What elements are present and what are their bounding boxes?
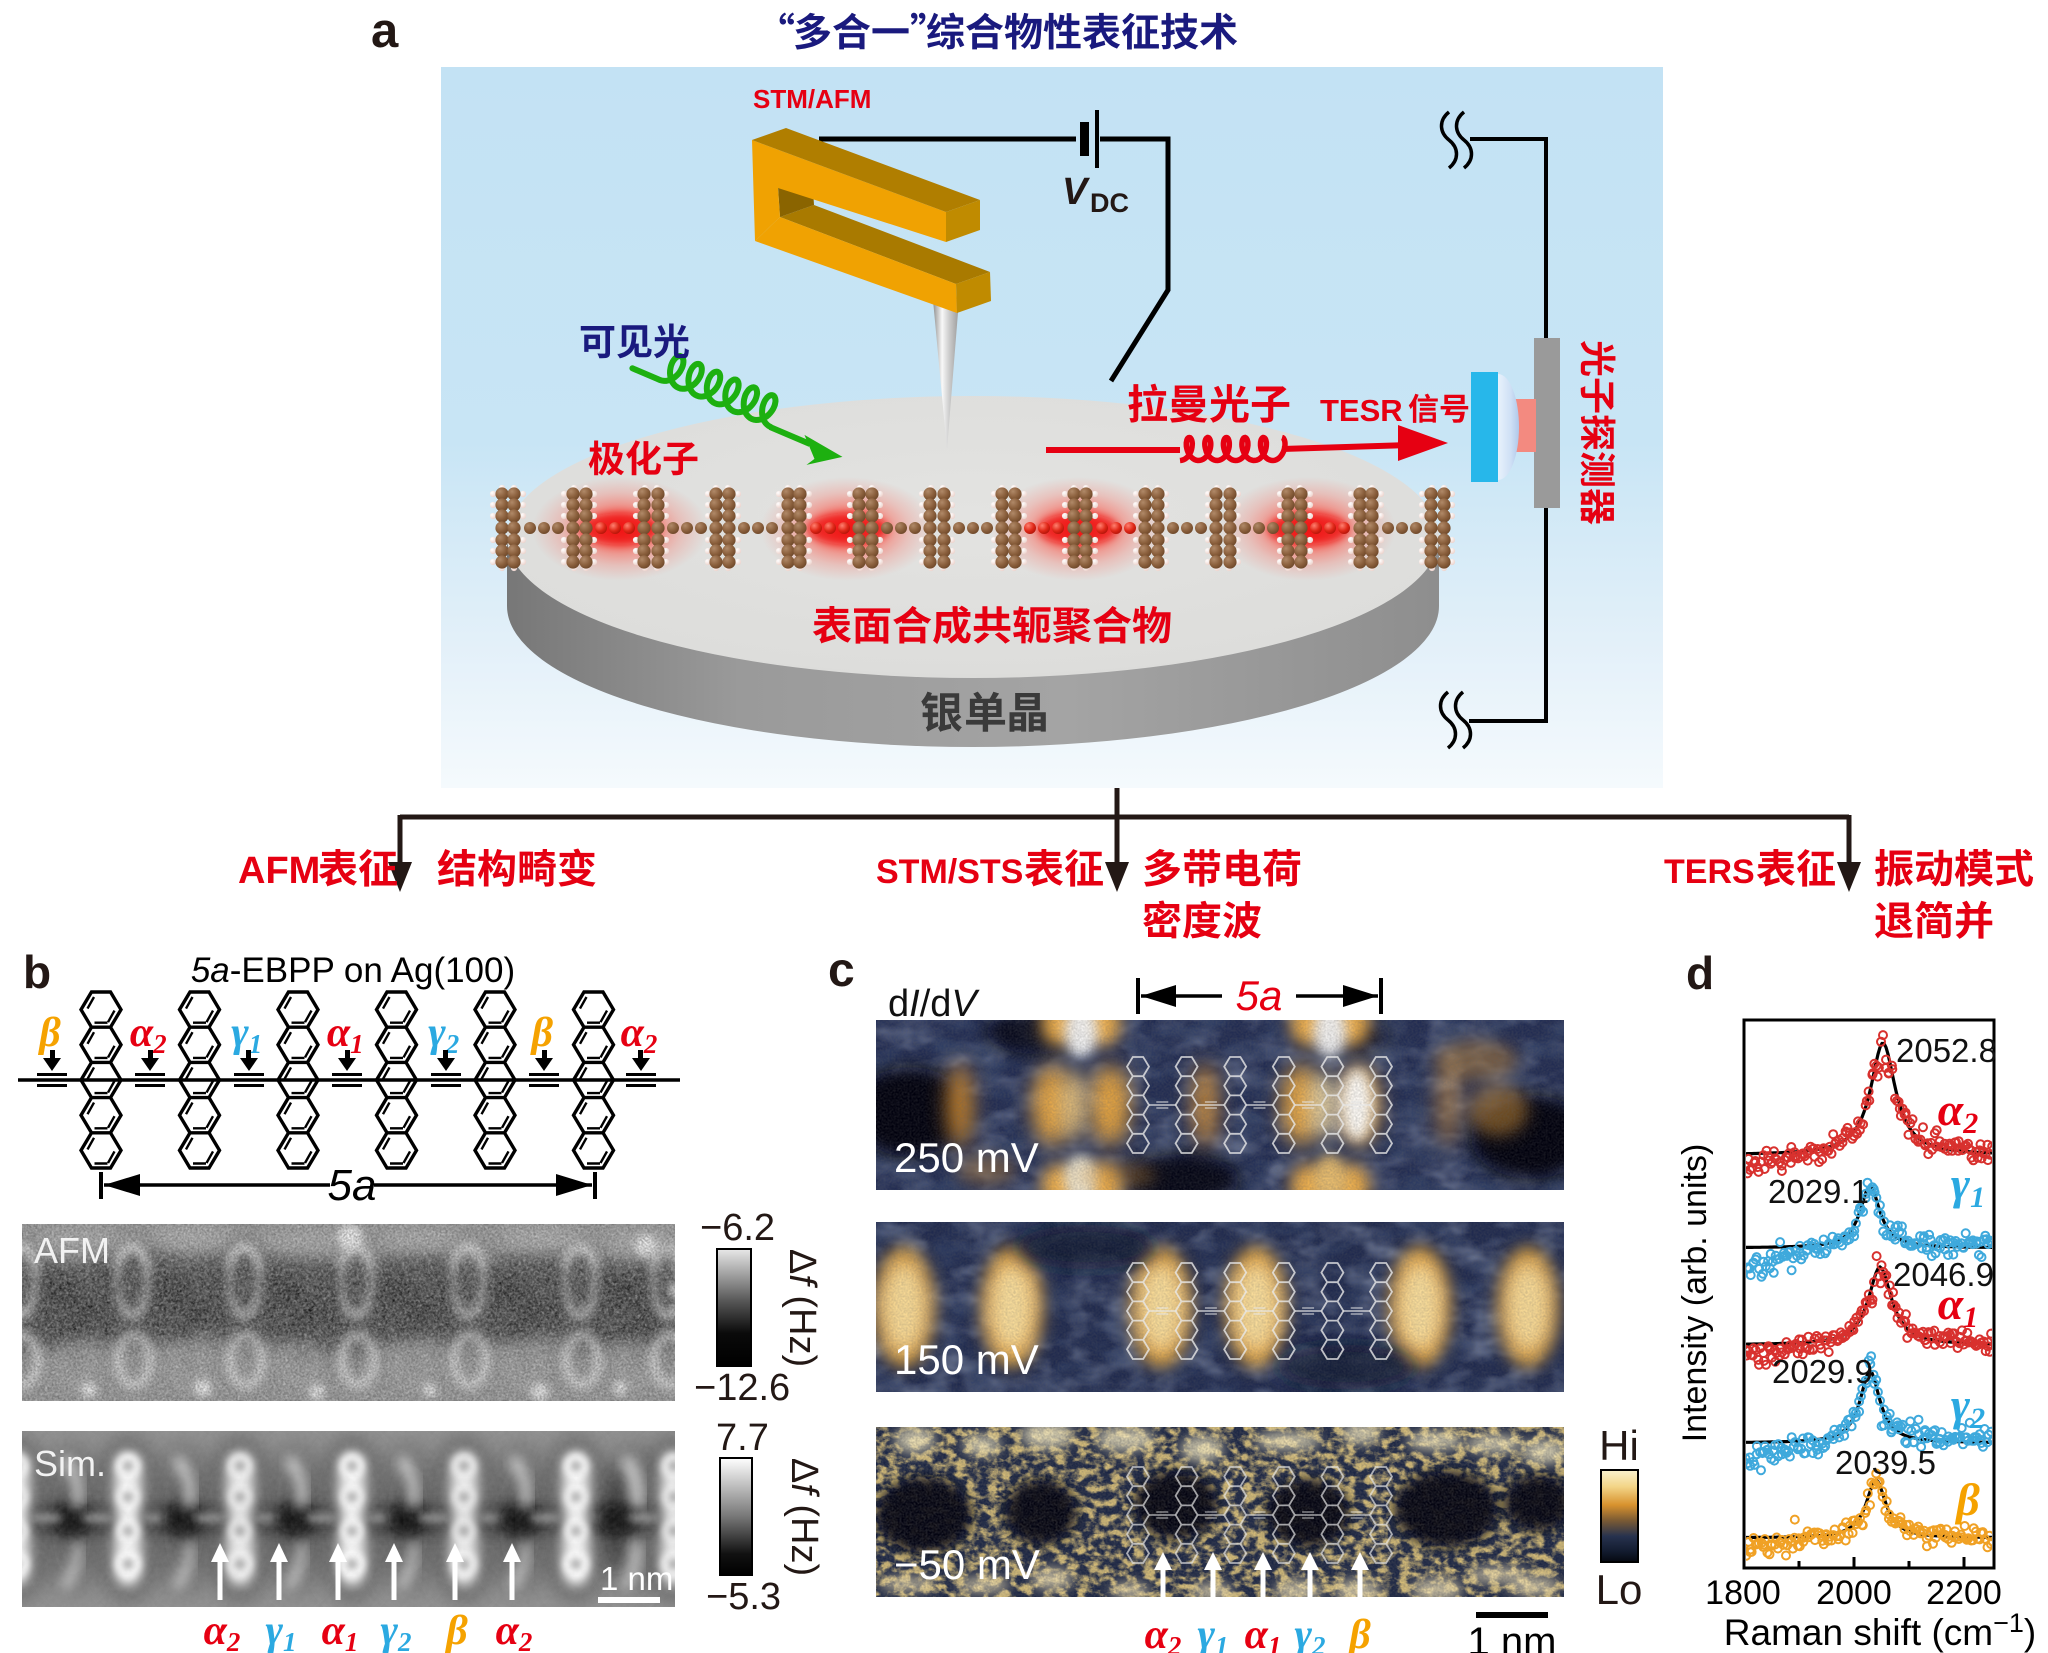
svg-text:TESR: TESR	[1320, 393, 1403, 428]
svg-text:Raman shift (cm−1): Raman shift (cm−1)	[1724, 1608, 2036, 1653]
svg-text:−5.3: −5.3	[706, 1576, 781, 1618]
svg-text:γ2: γ2	[1295, 1612, 1326, 1653]
svg-text:β: β	[444, 1608, 468, 1653]
svg-text:d: d	[1686, 947, 1714, 999]
svg-text:STM/STS: STM/STS	[876, 853, 1023, 891]
svg-text:V: V	[1062, 171, 1090, 213]
svg-text:2000: 2000	[1816, 1574, 1892, 1612]
svg-text:α2: α2	[1145, 1612, 1182, 1653]
svg-text:Δf (Hz): Δf (Hz)	[783, 1458, 825, 1576]
svg-text:γ1: γ1	[1198, 1612, 1229, 1653]
svg-text:γ1: γ1	[266, 1608, 297, 1653]
svg-text:AFM: AFM	[34, 1230, 110, 1271]
svg-text:Lo: Lo	[1596, 1566, 1643, 1613]
svg-text:5a: 5a	[1236, 972, 1283, 1019]
svg-text:2039.5: 2039.5	[1835, 1444, 1936, 1481]
svg-text:α1: α1	[322, 1608, 359, 1653]
svg-text:Δf (Hz): Δf (Hz)	[781, 1249, 823, 1367]
svg-text:a: a	[371, 4, 399, 58]
svg-text:2029.1: 2029.1	[1768, 1173, 1869, 1210]
svg-text:DC: DC	[1090, 188, 1129, 218]
svg-text:γ2: γ2	[381, 1608, 412, 1653]
svg-text:Intensity (arb. units): Intensity (arb. units)	[1676, 1144, 1714, 1443]
svg-text:b: b	[23, 946, 51, 998]
svg-text:−12.6: −12.6	[694, 1367, 790, 1409]
svg-text:−6.2: −6.2	[700, 1207, 775, 1249]
svg-text:α2: α2	[204, 1608, 241, 1653]
svg-text:1800: 1800	[1705, 1574, 1781, 1612]
svg-text:1 nm: 1 nm	[1468, 1620, 1557, 1653]
svg-text:Hi: Hi	[1599, 1422, 1639, 1469]
svg-text:250 mV: 250 mV	[894, 1134, 1039, 1181]
svg-text:α2: α2	[496, 1608, 533, 1653]
svg-text:2029.9: 2029.9	[1772, 1353, 1873, 1390]
svg-text:β: β	[529, 1010, 553, 1056]
svg-text:5a: 5a	[328, 1161, 377, 1210]
svg-text:AFM: AFM	[238, 850, 320, 892]
svg-text:c: c	[828, 944, 855, 997]
svg-text:1 nm: 1 nm	[600, 1560, 673, 1597]
svg-text:2200: 2200	[1926, 1574, 2002, 1612]
svg-text:α1: α1	[1245, 1612, 1282, 1653]
svg-text:β: β	[1954, 1474, 1980, 1525]
svg-text:150 mV: 150 mV	[894, 1336, 1039, 1383]
svg-text:β: β	[1347, 1612, 1371, 1653]
svg-text:2046.9: 2046.9	[1893, 1256, 1994, 1293]
svg-text:TERS: TERS	[1664, 853, 1755, 891]
svg-text:STM/AFM: STM/AFM	[753, 84, 871, 114]
svg-text:Sim.: Sim.	[34, 1443, 106, 1484]
svg-text:dI/dV: dI/dV	[888, 983, 980, 1025]
svg-text:7.7: 7.7	[716, 1417, 769, 1459]
svg-text:5a-EBPP on Ag(100): 5a-EBPP on Ag(100)	[191, 951, 515, 990]
svg-text:β: β	[37, 1010, 61, 1056]
svg-text:2052.8: 2052.8	[1896, 1032, 1997, 1069]
svg-text:−50 mV: −50 mV	[894, 1541, 1040, 1588]
